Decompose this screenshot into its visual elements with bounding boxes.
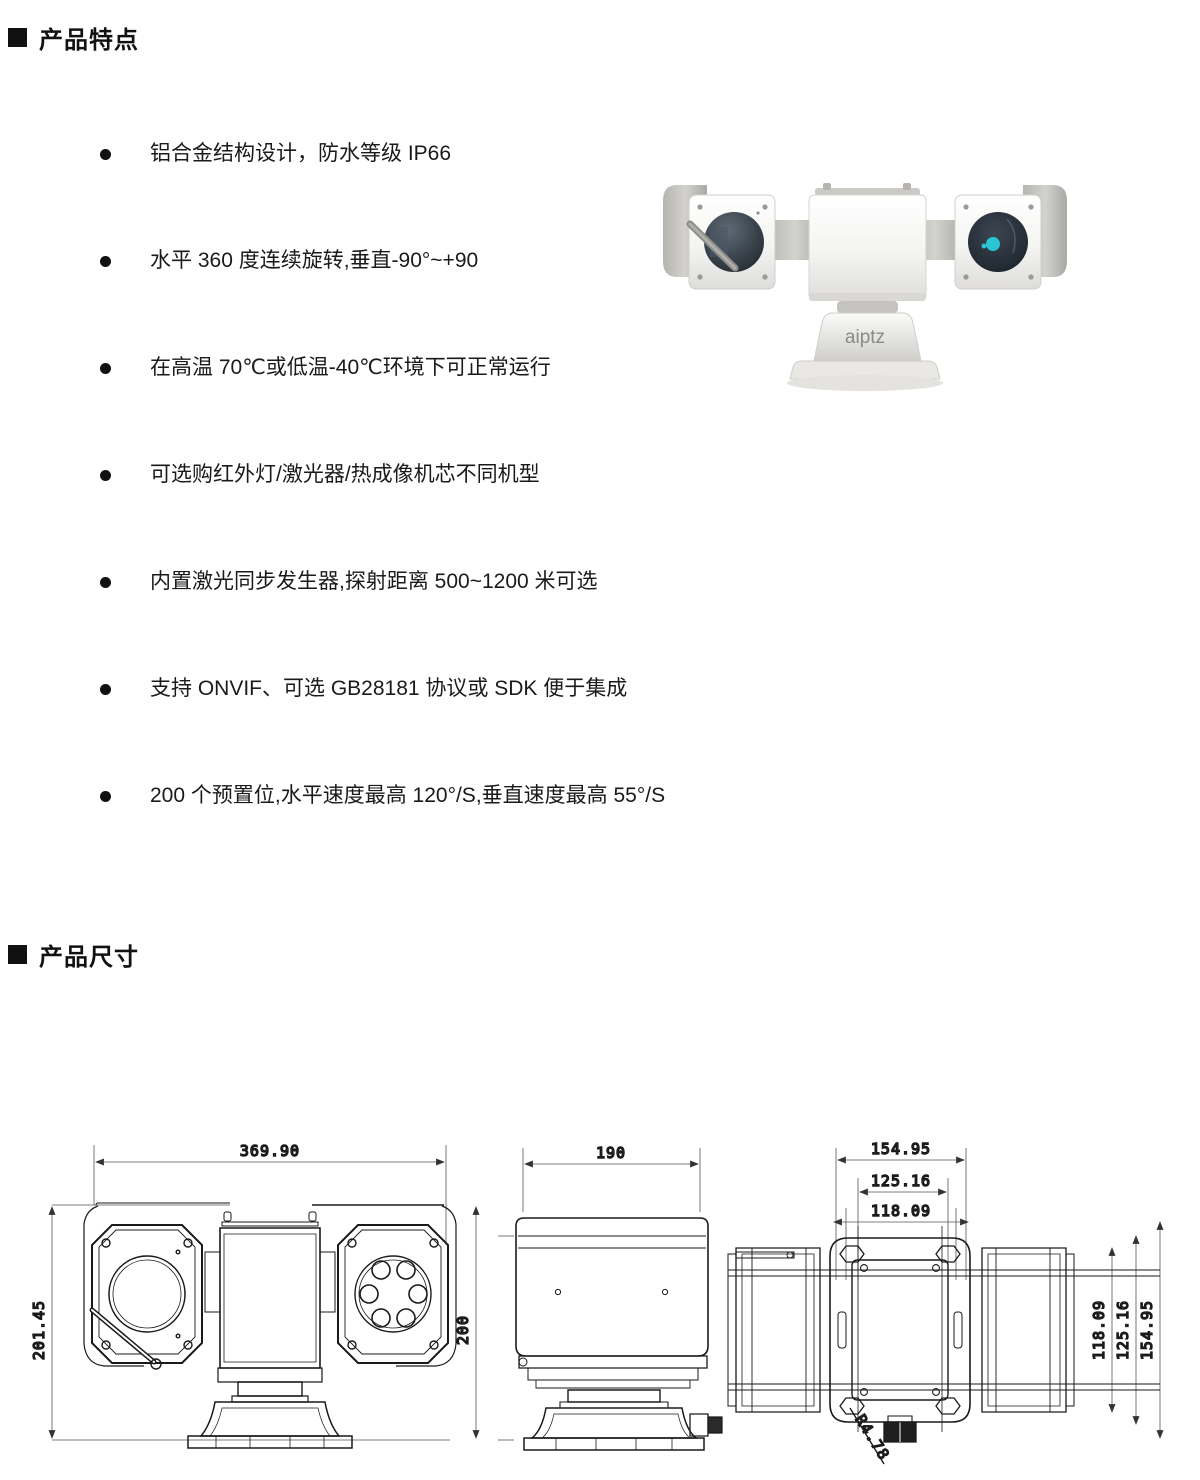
feature-text: 可选购红外灯/激光器/热成像机芯不同机型 bbox=[150, 463, 540, 486]
top-view-drawing: 154.95 125.16 118.09 118.09 125.16 154.9… bbox=[727, 1139, 1164, 1465]
pan-base: aiptz bbox=[787, 301, 943, 391]
cable-gland-icon bbox=[689, 1413, 723, 1437]
right-camera-module bbox=[954, 194, 1042, 290]
bullet-dot-icon bbox=[100, 791, 111, 802]
front-view-drawing: 369.90 201.45 200 bbox=[29, 1141, 480, 1449]
dim-right-3: 154.95 bbox=[1138, 1300, 1156, 1360]
dim-top-1: 154.95 bbox=[871, 1140, 931, 1158]
list-item: 200 个预置位,水平速度最高 120°/S,垂直速度最高 55°/S bbox=[100, 782, 740, 889]
dim-front-height-left: 201.45 bbox=[30, 1300, 48, 1360]
list-item: 可选购红外灯/激光器/热成像机芯不同机型 bbox=[100, 461, 740, 568]
feature-text: 200 个预置位,水平速度最高 120°/S,垂直速度最高 55°/S bbox=[150, 784, 666, 807]
dim-right-2: 125.16 bbox=[1114, 1300, 1132, 1360]
square-bullet-icon bbox=[8, 28, 27, 47]
led-array-icon bbox=[359, 1260, 428, 1328]
brand-label: aiptz bbox=[845, 327, 885, 348]
dim-front-height-right: 200 bbox=[454, 1315, 472, 1345]
dim-right-1: 118.09 bbox=[1090, 1300, 1108, 1360]
list-item: 水平 360 度连续旋转,垂直-90°~+90 bbox=[100, 247, 740, 354]
technical-drawings: 369.90 201.45 200 bbox=[0, 1040, 1200, 1480]
ir-accent-icon bbox=[986, 237, 1000, 251]
dim-top-2: 125.16 bbox=[871, 1172, 931, 1190]
dim-side-width: 190 bbox=[596, 1144, 626, 1162]
feature-text: 在高温 70℃或低温-40℃环境下可正常运行 bbox=[150, 356, 551, 379]
list-item: 铝合金结构设计，防水等级 IP66 bbox=[100, 140, 740, 247]
features-list: 铝合金结构设计，防水等级 IP66 水平 360 度连续旋转,垂直-90°~+9… bbox=[100, 140, 740, 889]
list-item: 支持 ONVIF、可选 GB28181 协议或 SDK 便于集成 bbox=[100, 675, 740, 782]
bullet-dot-icon bbox=[100, 470, 111, 481]
section-heading-features: 产品特点 bbox=[8, 20, 139, 55]
wiper-arm-icon bbox=[686, 220, 739, 272]
features-title: 产品特点 bbox=[39, 27, 139, 54]
center-housing bbox=[808, 183, 927, 301]
list-item: 内置激光同步发生器,探射距离 500~1200 米可选 bbox=[100, 568, 740, 675]
list-item: 在高温 70℃或低温-40℃环境下可正常运行 bbox=[100, 354, 740, 461]
bullet-dot-icon bbox=[100, 363, 111, 374]
feature-text: 水平 360 度连续旋转,垂直-90°~+90 bbox=[150, 249, 479, 272]
section-heading-dimensions: 产品尺寸 bbox=[8, 937, 139, 972]
dim-top-3: 118.09 bbox=[871, 1202, 931, 1220]
bullet-dot-icon bbox=[100, 149, 111, 160]
wiper-arm-drawing bbox=[89, 1307, 162, 1370]
product-photo: aiptz bbox=[655, 165, 1075, 420]
bullet-dot-icon bbox=[100, 684, 111, 695]
cable-gland-top-icon bbox=[883, 1415, 917, 1443]
dimensions-title: 产品尺寸 bbox=[39, 944, 139, 971]
feature-text: 支持 ONVIF、可选 GB28181 协议或 SDK 便于集成 bbox=[150, 677, 628, 700]
feature-text: 内置激光同步发生器,探射距离 500~1200 米可选 bbox=[150, 570, 598, 593]
left-camera-module bbox=[686, 194, 776, 290]
dim-front-width: 369.90 bbox=[240, 1142, 300, 1160]
side-view-drawing: 190 bbox=[498, 1143, 723, 1451]
square-bullet-icon bbox=[8, 945, 27, 964]
bullet-dot-icon bbox=[100, 256, 111, 267]
feature-text: 铝合金结构设计，防水等级 IP66 bbox=[150, 142, 452, 165]
bullet-dot-icon bbox=[100, 577, 111, 588]
